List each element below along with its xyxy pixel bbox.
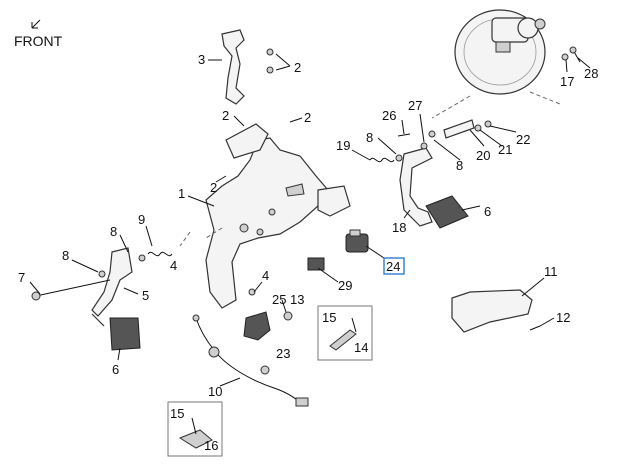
callout-2b: 2 bbox=[222, 108, 229, 123]
callout-8d: 8 bbox=[456, 158, 463, 173]
footrest-11 bbox=[451, 289, 533, 333]
callout-8b: 8 bbox=[62, 248, 69, 263]
callout-11: 11 bbox=[544, 264, 558, 279]
switch-29 bbox=[307, 257, 325, 271]
pedal-box-guide-line bbox=[179, 227, 223, 247]
nut-21 bbox=[474, 124, 482, 132]
washer-17 bbox=[561, 53, 569, 61]
callout-27: 27 bbox=[408, 98, 422, 113]
pin-26 bbox=[397, 133, 411, 137]
washer-22 bbox=[484, 120, 492, 128]
spring-19 bbox=[369, 157, 395, 163]
bushing-8-right bbox=[395, 154, 403, 162]
callout-28: 28 bbox=[584, 66, 598, 81]
brake-pedal-18 bbox=[399, 147, 433, 227]
callout-23: 23 bbox=[276, 346, 290, 361]
screw-12 bbox=[529, 325, 541, 331]
callout-10: 10 bbox=[208, 384, 222, 399]
nut-25 bbox=[283, 311, 293, 321]
pin-15-lower bbox=[191, 417, 197, 435]
callout-2d: 2 bbox=[210, 180, 217, 195]
callout-2a: 2 bbox=[294, 60, 301, 75]
clutch-pedal-5 bbox=[91, 247, 133, 317]
bushing-8-left bbox=[98, 270, 106, 278]
callout-1: 1 bbox=[178, 186, 185, 201]
callout-5: 5 bbox=[142, 288, 149, 303]
callout-22: 22 bbox=[516, 132, 530, 147]
callout-14: 14 bbox=[354, 340, 368, 355]
brake-pedal-pad-6 bbox=[425, 195, 469, 229]
switch-24 bbox=[345, 229, 369, 253]
callout-18: 18 bbox=[392, 220, 406, 235]
bolt-28 bbox=[569, 46, 581, 63]
callout-19: 19 bbox=[336, 138, 350, 153]
clip-14 bbox=[329, 329, 357, 351]
callout-9: 9 bbox=[138, 212, 145, 227]
bolts-2-upper bbox=[266, 48, 274, 74]
bolt-4 bbox=[248, 288, 256, 296]
callout-3: 3 bbox=[198, 52, 205, 67]
bushing-8-mid bbox=[138, 254, 146, 262]
leader-lines bbox=[29, 53, 591, 387]
callout-15b: 15 bbox=[170, 406, 184, 421]
callout-24: 24 bbox=[386, 259, 400, 274]
callout-15a: 15 bbox=[322, 310, 336, 325]
brake-booster bbox=[454, 9, 546, 95]
callout-6a: 6 bbox=[112, 362, 119, 377]
front-arrow-icon bbox=[31, 19, 41, 29]
booster-guide-line bbox=[431, 91, 561, 119]
clutch-pedal-stop bbox=[91, 313, 105, 327]
detail-box-14-15 bbox=[317, 305, 373, 361]
pedal-box-bracket-1 bbox=[205, 123, 351, 309]
pin-15-upper bbox=[351, 317, 357, 333]
clutch-pedal-pad-6 bbox=[109, 317, 141, 351]
callout-21: 21 bbox=[498, 142, 512, 157]
bushing-23 bbox=[260, 365, 270, 375]
callout-13: 13 bbox=[290, 292, 304, 307]
callout-8c: 8 bbox=[366, 130, 373, 145]
plate-20 bbox=[443, 119, 475, 139]
callout-26: 26 bbox=[382, 108, 396, 123]
callout-4a: 4 bbox=[170, 258, 177, 273]
callout-2c: 2 bbox=[304, 110, 311, 125]
clip-27 bbox=[420, 142, 428, 150]
callout-6b: 6 bbox=[484, 204, 491, 219]
clutch-cable-10 bbox=[192, 314, 309, 407]
callout-4b: 4 bbox=[262, 268, 269, 283]
detail-box-15-16 bbox=[167, 401, 223, 457]
callout-25: 25 bbox=[272, 292, 286, 307]
callout-8a: 8 bbox=[110, 224, 117, 239]
shaft-7 bbox=[31, 279, 111, 301]
callout-29: 29 bbox=[338, 278, 352, 293]
clip-16 bbox=[178, 429, 213, 449]
callout-20: 20 bbox=[476, 148, 490, 163]
bushing-8-upper bbox=[428, 130, 436, 138]
bracket-3 bbox=[221, 29, 245, 105]
bracket-13 bbox=[243, 311, 271, 341]
callout-7: 7 bbox=[18, 270, 25, 285]
callout-17: 17 bbox=[560, 74, 574, 89]
callout-12: 12 bbox=[556, 310, 570, 325]
front-label: FRONT bbox=[14, 33, 63, 49]
spring-9 bbox=[147, 251, 173, 257]
callout-24-box bbox=[383, 257, 405, 275]
callout-16: 16 bbox=[204, 438, 218, 453]
